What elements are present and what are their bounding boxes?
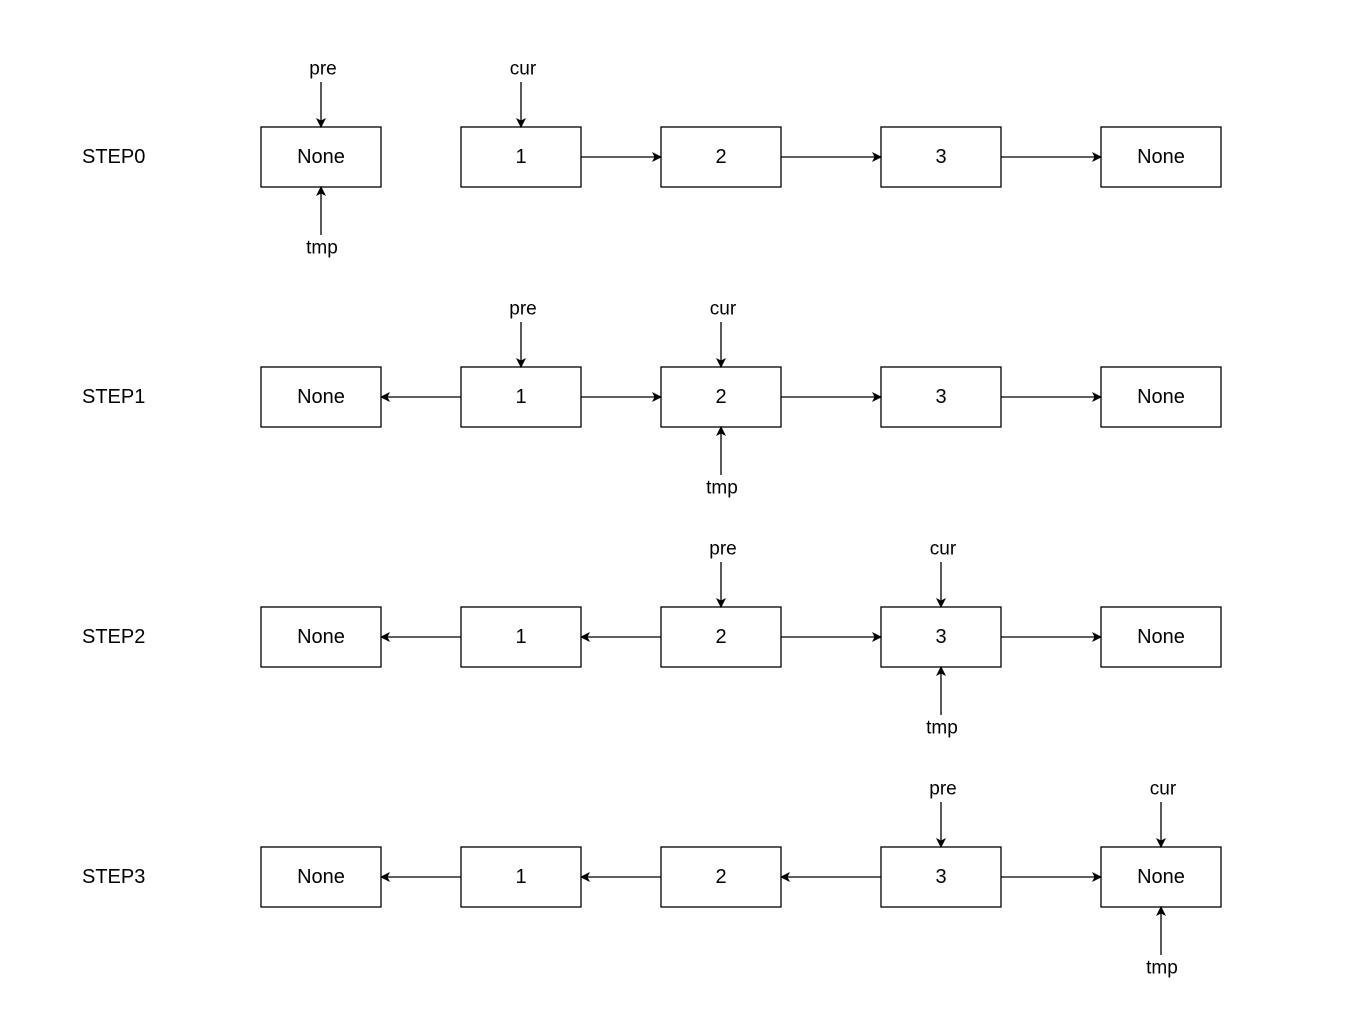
step-label: STEP2 — [82, 626, 145, 648]
pre-pointer-label: pre — [929, 779, 956, 800]
list-node: 2 — [660, 126, 782, 188]
node-box — [1100, 846, 1222, 908]
node-value: None — [1137, 866, 1185, 888]
list-node: 2 — [660, 846, 782, 908]
node-box — [260, 846, 382, 908]
tmp-pointer-label: tmp — [1146, 958, 1178, 979]
list-node: 1 — [460, 606, 582, 668]
step-row: STEP3 None 1 2 3 None pre cur tmp — [82, 779, 1222, 979]
cur-pointer-label: cur — [510, 59, 537, 80]
tmp-pointer-label: tmp — [306, 238, 338, 259]
node-value: 2 — [715, 626, 726, 648]
pre-pointer-label: pre — [709, 539, 736, 560]
node-value: 2 — [715, 386, 726, 408]
list-node: 3 — [880, 606, 1002, 668]
node-box — [260, 126, 382, 188]
step-row: STEP2 None 1 2 3 None pre cur tmp — [82, 539, 1222, 739]
list-node: None — [260, 606, 382, 668]
list-node: None — [260, 126, 382, 188]
list-node: 1 — [460, 846, 582, 908]
node-box — [460, 846, 582, 908]
node-box — [660, 126, 782, 188]
node-box — [260, 606, 382, 668]
node-box — [1100, 366, 1222, 428]
list-node: None — [1100, 606, 1222, 668]
node-box — [880, 846, 1002, 908]
node-box — [660, 366, 782, 428]
node-value: 3 — [935, 386, 946, 408]
step-label: STEP0 — [82, 146, 145, 168]
node-value: None — [1137, 386, 1185, 408]
node-value: None — [297, 626, 345, 648]
node-value: 1 — [515, 386, 526, 408]
node-value: 1 — [515, 146, 526, 168]
step-row: STEP1 None 1 2 3 None pre cur tmp — [82, 299, 1222, 499]
cur-pointer-label: cur — [930, 539, 957, 560]
tmp-pointer-label: tmp — [926, 718, 958, 739]
list-node: None — [260, 846, 382, 908]
cur-pointer-label: cur — [1150, 779, 1177, 800]
node-box — [460, 366, 582, 428]
step-label: STEP3 — [82, 866, 145, 888]
node-value: 3 — [935, 866, 946, 888]
list-node: 2 — [660, 606, 782, 668]
pre-pointer-label: pre — [309, 59, 336, 80]
pre-pointer-label: pre — [509, 299, 536, 320]
node-value: None — [297, 386, 345, 408]
node-box — [1100, 126, 1222, 188]
node-value: None — [297, 146, 345, 168]
list-node: 3 — [880, 846, 1002, 908]
node-box — [660, 846, 782, 908]
node-box — [880, 366, 1002, 428]
node-value: 3 — [935, 146, 946, 168]
node-value: None — [1137, 146, 1185, 168]
node-value: 3 — [935, 626, 946, 648]
cur-pointer-label: cur — [710, 299, 737, 320]
list-node: 1 — [460, 366, 582, 428]
list-node: None — [1100, 126, 1222, 188]
node-value: 2 — [715, 146, 726, 168]
node-value: None — [1137, 626, 1185, 648]
node-value: None — [297, 866, 345, 888]
node-value: 2 — [715, 866, 726, 888]
node-box — [460, 126, 582, 188]
step-row: STEP0 None 1 2 3 None pre cur tmp — [82, 59, 1222, 259]
node-box — [260, 366, 382, 428]
step-label: STEP1 — [82, 386, 145, 408]
list-node: 3 — [880, 126, 1002, 188]
list-node: 3 — [880, 366, 1002, 428]
list-node: None — [1100, 846, 1222, 908]
node-value: 1 — [515, 626, 526, 648]
list-node: 2 — [660, 366, 782, 428]
node-value: 1 — [515, 866, 526, 888]
list-node: None — [260, 366, 382, 428]
list-node: 1 — [460, 126, 582, 188]
tmp-pointer-label: tmp — [706, 478, 738, 499]
list-node: None — [1100, 366, 1222, 428]
